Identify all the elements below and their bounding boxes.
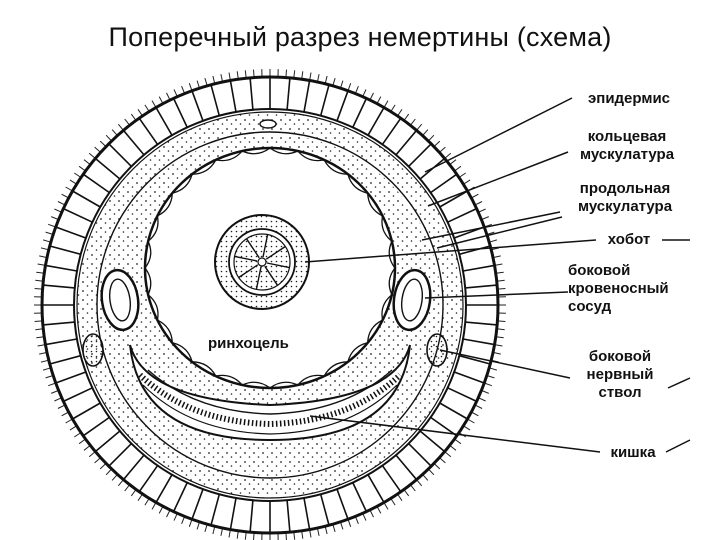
label-blood-vessel-line3: сосуд: [568, 298, 612, 315]
proboscis: [214, 214, 310, 310]
label-longitudinal-musculature: продольная мускулатура: [562, 180, 688, 216]
label-intestine: кишка: [610, 444, 656, 461]
label-circular-musculature: кольцевая мускулатура: [566, 128, 688, 164]
page-title: Поперечный разрез немертины (схема): [108, 22, 612, 52]
left-blood-vessel: [100, 268, 140, 332]
label-proboscis: хобот: [607, 231, 651, 248]
label-rhynchocoel: ринхоцель: [208, 335, 289, 352]
leader-lines: [304, 97, 691, 453]
left-nerve-cord: [82, 333, 104, 367]
label-longitudinal-musculature-line1: продольная: [579, 180, 671, 197]
label-blood-vessel-line2: кровеносный: [568, 280, 669, 297]
epidermis-nucleus: [259, 119, 277, 129]
intestine: [129, 344, 411, 442]
label-nerve-cord: боковой нервный ствол: [572, 348, 668, 402]
right-nerve-cord: [426, 333, 448, 367]
label-circular-musculature-line2: мускулатура: [579, 146, 675, 163]
label-circular-musculature-line1: кольцевая: [587, 128, 667, 145]
label-blood-vessel-line1: боковой: [568, 262, 631, 279]
label-epidermis: эпидермис: [587, 90, 671, 107]
right-blood-vessel: [392, 268, 432, 332]
label-nerve-cord-line3: ствол: [598, 384, 642, 401]
label-blood-vessel: боковой кровеносный сосуд: [568, 262, 692, 316]
epidermis-cells: [42, 77, 498, 533]
label-nerve-cord-line2: нервный: [586, 366, 654, 383]
rhynchocoel-lining: [144, 147, 396, 389]
label-nerve-cord-line1: боковой: [588, 348, 652, 365]
label-longitudinal-musculature-line2: мускулатура: [577, 198, 673, 215]
